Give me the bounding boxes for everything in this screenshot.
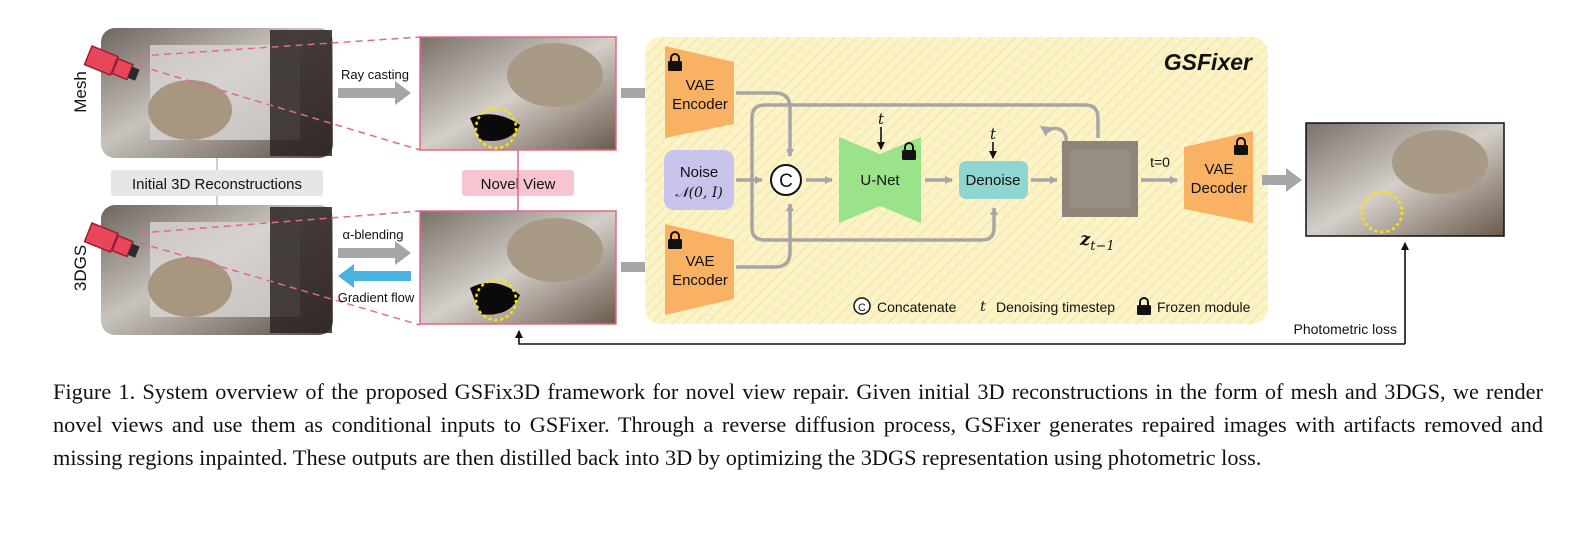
artifact-highlight-circle — [474, 278, 518, 322]
frustum-lines — [139, 36, 421, 326]
noise-label: Noise — [680, 164, 718, 181]
ray-casting-label: Ray casting — [341, 67, 409, 82]
vae-encoder-top — [665, 46, 734, 138]
repaired-region-circle — [1360, 190, 1404, 234]
t0-label: t=0 — [1150, 154, 1170, 170]
ray-casting-arrow — [338, 81, 411, 105]
unet-label: U-Net — [860, 172, 900, 189]
latent-subscript: t−1 — [1090, 239, 1114, 254]
mesh-row-label: Mesh — [71, 71, 90, 113]
loop-arrowhead — [1040, 126, 1050, 137]
artifact-highlight-circle — [474, 106, 518, 150]
concatenate-legend-icon — [853, 297, 871, 315]
vae-encoder-bottom-line2: Encoder — [672, 272, 728, 289]
initial-recon-badge — [111, 170, 323, 196]
noise-block — [664, 150, 734, 210]
caption-text: System overview of the proposed GSFix3D … — [53, 379, 1543, 470]
vae-encoder-bottom — [665, 224, 734, 315]
lock-icon — [1234, 137, 1248, 155]
gsfixer-title: GSFixer — [1164, 49, 1253, 75]
flow-lines — [736, 91, 1178, 269]
vae-decoder-line1: VAE — [1205, 161, 1234, 178]
lock-icon — [668, 231, 682, 249]
photometric-loss-label: Photometric loss — [1294, 321, 1397, 337]
3dgs-row-label: 3DGS — [71, 245, 90, 291]
unet-block — [839, 137, 921, 223]
figure-caption: Figure 1. System overview of the propose… — [53, 376, 1543, 474]
repaired-output-image — [1305, 122, 1505, 237]
vae-encoder-top-line2: Encoder — [672, 96, 728, 113]
legend: C Concatenate t Denoising timestep Froze… — [853, 297, 1251, 315]
3dgs-reconstruction-image — [101, 205, 333, 335]
gradient-flow-label: Gradient flow — [338, 290, 415, 305]
legend-timestep: Denoising timestep — [996, 299, 1115, 315]
unet-timestep-label: t — [878, 110, 885, 128]
denoise-block — [959, 161, 1028, 199]
concatenate-legend-symbol: C — [858, 302, 866, 314]
concatenate-symbol: C — [779, 171, 793, 192]
denoise-label: Denoise — [965, 172, 1020, 189]
lock-icon — [668, 53, 682, 71]
camera-icon-mesh — [83, 45, 140, 81]
denoise-timestep-label: t — [990, 125, 997, 143]
alpha-blending-arrow — [338, 241, 411, 265]
lock-legend-icon — [1137, 297, 1151, 315]
legend-frozen: Frozen module — [1157, 299, 1251, 315]
camera-icon-3dgs — [83, 222, 140, 258]
concatenate-circle — [770, 164, 802, 196]
photometric-loss-arrow — [515, 330, 1405, 345]
mesh-reconstruction-image — [101, 28, 333, 158]
alpha-blending-label: α-blending — [342, 227, 403, 242]
gradient-flow-arrow — [338, 264, 411, 288]
noise-distribution: 𝒩(0, 𝐼) — [675, 185, 723, 201]
vae-encoder-bottom-line1: VAE — [686, 253, 715, 270]
lock-icon — [902, 142, 916, 160]
legend-concatenate: Concatenate — [877, 299, 957, 315]
arrow-to-output — [1262, 168, 1302, 192]
vae-encoder-top-line1: VAE — [686, 77, 715, 94]
caption-label: Figure 1. — [53, 379, 136, 404]
system-overview-figure: Mesh 3DGS Initial 3D Reconstructions Ray… — [71, 28, 1505, 345]
novel-view-image-3dgs — [419, 210, 617, 325]
novel-view-image-mesh — [419, 36, 617, 151]
initial-recon-label: Initial 3D Reconstructions — [132, 176, 302, 193]
vae-decoder-line2: Decoder — [1191, 180, 1248, 197]
gsfixer-panel — [645, 37, 1268, 324]
latent-label: zt−1 — [1079, 229, 1115, 254]
timestep-legend-icon: t — [980, 299, 986, 315]
